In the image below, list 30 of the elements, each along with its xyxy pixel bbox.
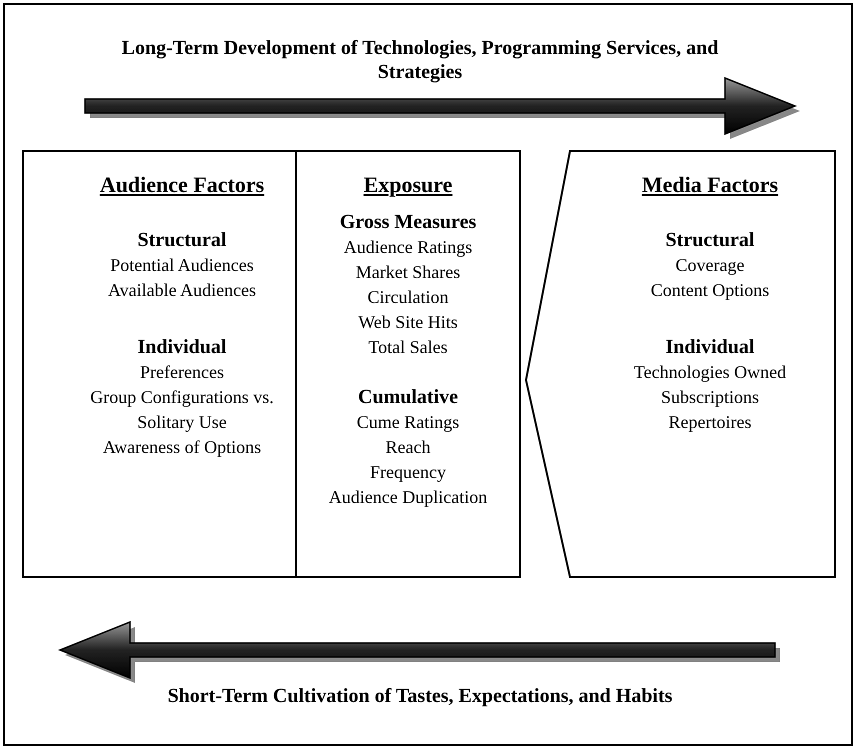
list-item: Coverage bbox=[676, 254, 744, 277]
arrow-caption: Short-Term Cultivation of Tastes, Expectations, and Habits bbox=[166, 684, 674, 708]
list-item: Potential Audiences bbox=[110, 254, 254, 277]
list-item: Frequency bbox=[370, 461, 446, 484]
list-item: Market Shares bbox=[356, 261, 460, 284]
list-item: Audience Ratings bbox=[344, 236, 472, 259]
list-item: Preferences bbox=[140, 361, 224, 384]
list-item: Content Options bbox=[650, 279, 770, 302]
list-item: Technologies Owned bbox=[634, 361, 786, 384]
panel-heading: Media Factors bbox=[642, 171, 778, 199]
list-item: Web Site Hits bbox=[358, 311, 458, 334]
list-item: Subscriptions bbox=[660, 386, 759, 409]
list-item: Cume Ratings bbox=[356, 411, 460, 434]
list-item: Total Sales bbox=[368, 336, 448, 359]
section-heading: Structural bbox=[138, 228, 226, 253]
list-item: Awareness of Options bbox=[102, 436, 262, 459]
panel-heading: Audience Factors bbox=[100, 171, 264, 199]
list-item: Circulation bbox=[368, 286, 448, 309]
list-item: Group Configurations vs. Solitary Use bbox=[89, 386, 275, 434]
arrow-caption: Long-Term Development of Technologies, Programming Services, and Strategies bbox=[120, 36, 720, 84]
panel-heading: Exposure bbox=[364, 171, 452, 199]
list-item: Audience Duplication bbox=[328, 486, 488, 509]
section-heading: Structural bbox=[666, 228, 754, 253]
section-heading: Individual bbox=[138, 335, 226, 360]
section-heading: Gross Measures bbox=[340, 210, 476, 235]
list-item: Repertoires bbox=[668, 411, 752, 434]
section-heading: Individual bbox=[666, 335, 754, 360]
list-item: Reach bbox=[386, 436, 430, 459]
list-item: Available Audiences bbox=[108, 279, 256, 302]
section-heading: Cumulative bbox=[358, 385, 458, 410]
